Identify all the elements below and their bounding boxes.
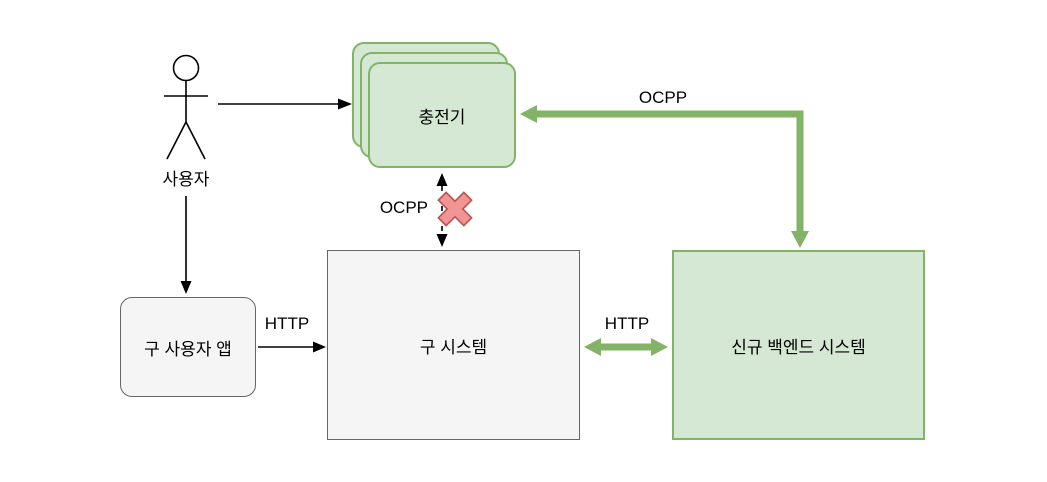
old-user-app-label: 구 사용자 앱 xyxy=(144,339,232,359)
old-system-label: 구 시스템 xyxy=(419,337,488,357)
http-right-edge-label: HTTP xyxy=(604,314,650,333)
blocked-x-icon xyxy=(437,191,473,227)
http-left-edge-label: HTTP xyxy=(264,314,310,333)
new-backend-label: 신규 백엔드 시스템 xyxy=(731,337,866,357)
actor-stick-figure-icon xyxy=(164,54,208,160)
ocpp-top-edge-label: OCPP xyxy=(638,88,688,107)
http-old-system-new-backend-arrow xyxy=(584,338,668,356)
old-system-node: 구 시스템 xyxy=(327,250,580,440)
new-backend-node: 신규 백엔드 시스템 xyxy=(672,250,925,440)
actor-label: 사용자 xyxy=(162,170,210,189)
actor-to-old-app-arrow xyxy=(180,196,192,294)
charger-label: 충전기 xyxy=(418,107,466,127)
blocked-ocpp-dashed-arrow xyxy=(436,173,448,247)
charger-node: 충전기 xyxy=(368,62,516,168)
old-user-app-node: 구 사용자 앱 xyxy=(120,297,256,397)
ocpp-blocked-edge-label: OCPP xyxy=(379,198,428,217)
old-app-to-old-system-arrow xyxy=(258,341,326,353)
actor-to-charger-arrow xyxy=(218,98,352,110)
ocpp-new-backend-to-charger-arrow xyxy=(520,105,809,248)
